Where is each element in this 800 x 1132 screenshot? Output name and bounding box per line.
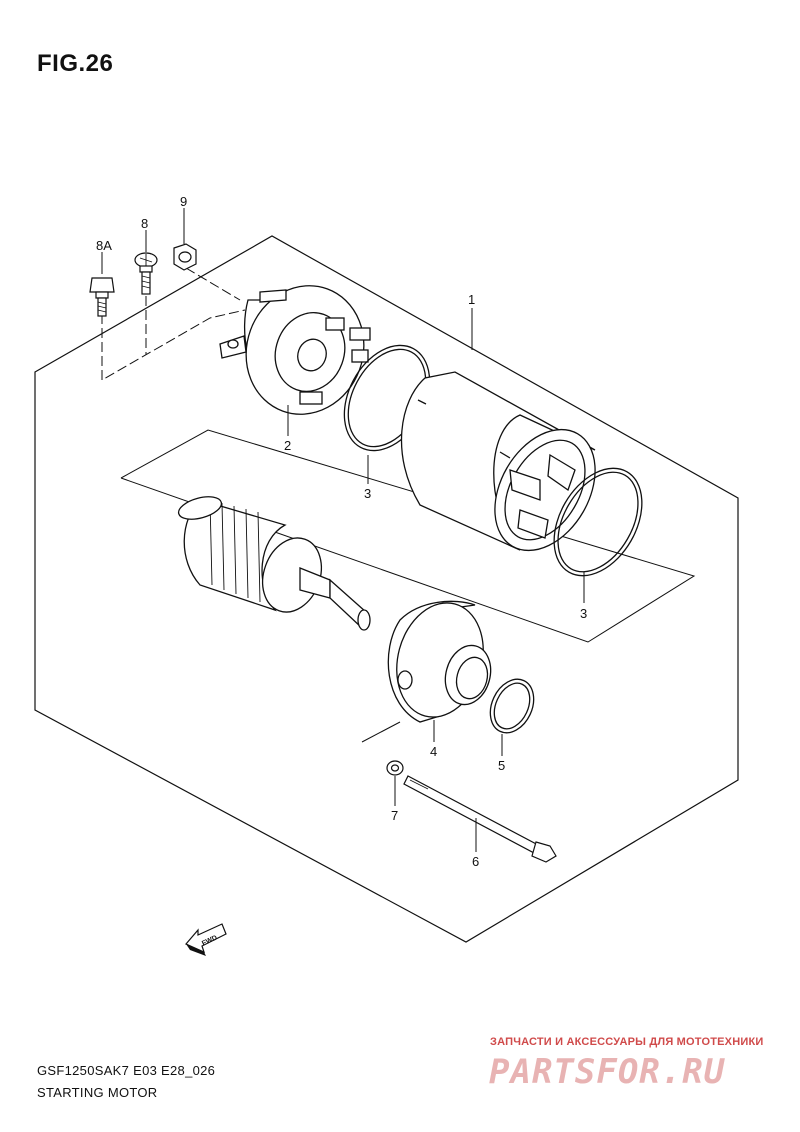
callout-label: 8A — [96, 238, 112, 253]
watermark-tagline: ЗАПЧАСТИ И АКСЕССУАРЫ ДЛЯ МОТОТЕХНИКИ — [490, 1036, 764, 1048]
callout-label: 2 — [284, 438, 291, 453]
callout-leaders — [101, 208, 585, 852]
leader-line-4 — [361, 721, 401, 743]
diagram-caption: STARTING MOTOR — [37, 1085, 158, 1100]
front-housing-4-icon — [387, 600, 492, 723]
model-code: GSF1250SAK7 E03 E28_026 — [37, 1063, 216, 1078]
washer-7-icon — [386, 760, 404, 776]
screw-8-icon — [134, 252, 158, 295]
inner-assembly-outline — [120, 429, 696, 643]
callout-label: 8 — [141, 216, 148, 231]
callout-label: 9 — [180, 194, 187, 209]
armature-icon — [177, 496, 371, 631]
callout-label: 4 — [430, 744, 437, 759]
figure-title: FIG.26 — [37, 50, 114, 77]
fwd-arrow-icon: FWD — [185, 923, 227, 956]
callout-label: 3 — [580, 606, 587, 621]
bolt-8a-icon — [89, 277, 115, 317]
brush-holder-2-icon — [219, 285, 371, 415]
callout-label: 5 — [498, 758, 505, 773]
o-ring-5-icon — [489, 678, 535, 734]
fastener-leader-lines — [101, 267, 246, 381]
callout-label: 7 — [391, 808, 398, 823]
yoke-housing-1-icon — [400, 371, 596, 552]
assembly-outline — [34, 235, 739, 943]
through-bolt-6-icon — [403, 775, 557, 863]
callout-label: 3 — [364, 486, 371, 501]
callout-label: 6 — [472, 854, 479, 869]
nut-9-icon — [173, 243, 197, 271]
watermark-logo: PARTSFOR.RU — [489, 1052, 726, 1092]
callout-label: 1 — [468, 292, 475, 307]
o-ring-3b-icon — [553, 467, 643, 577]
